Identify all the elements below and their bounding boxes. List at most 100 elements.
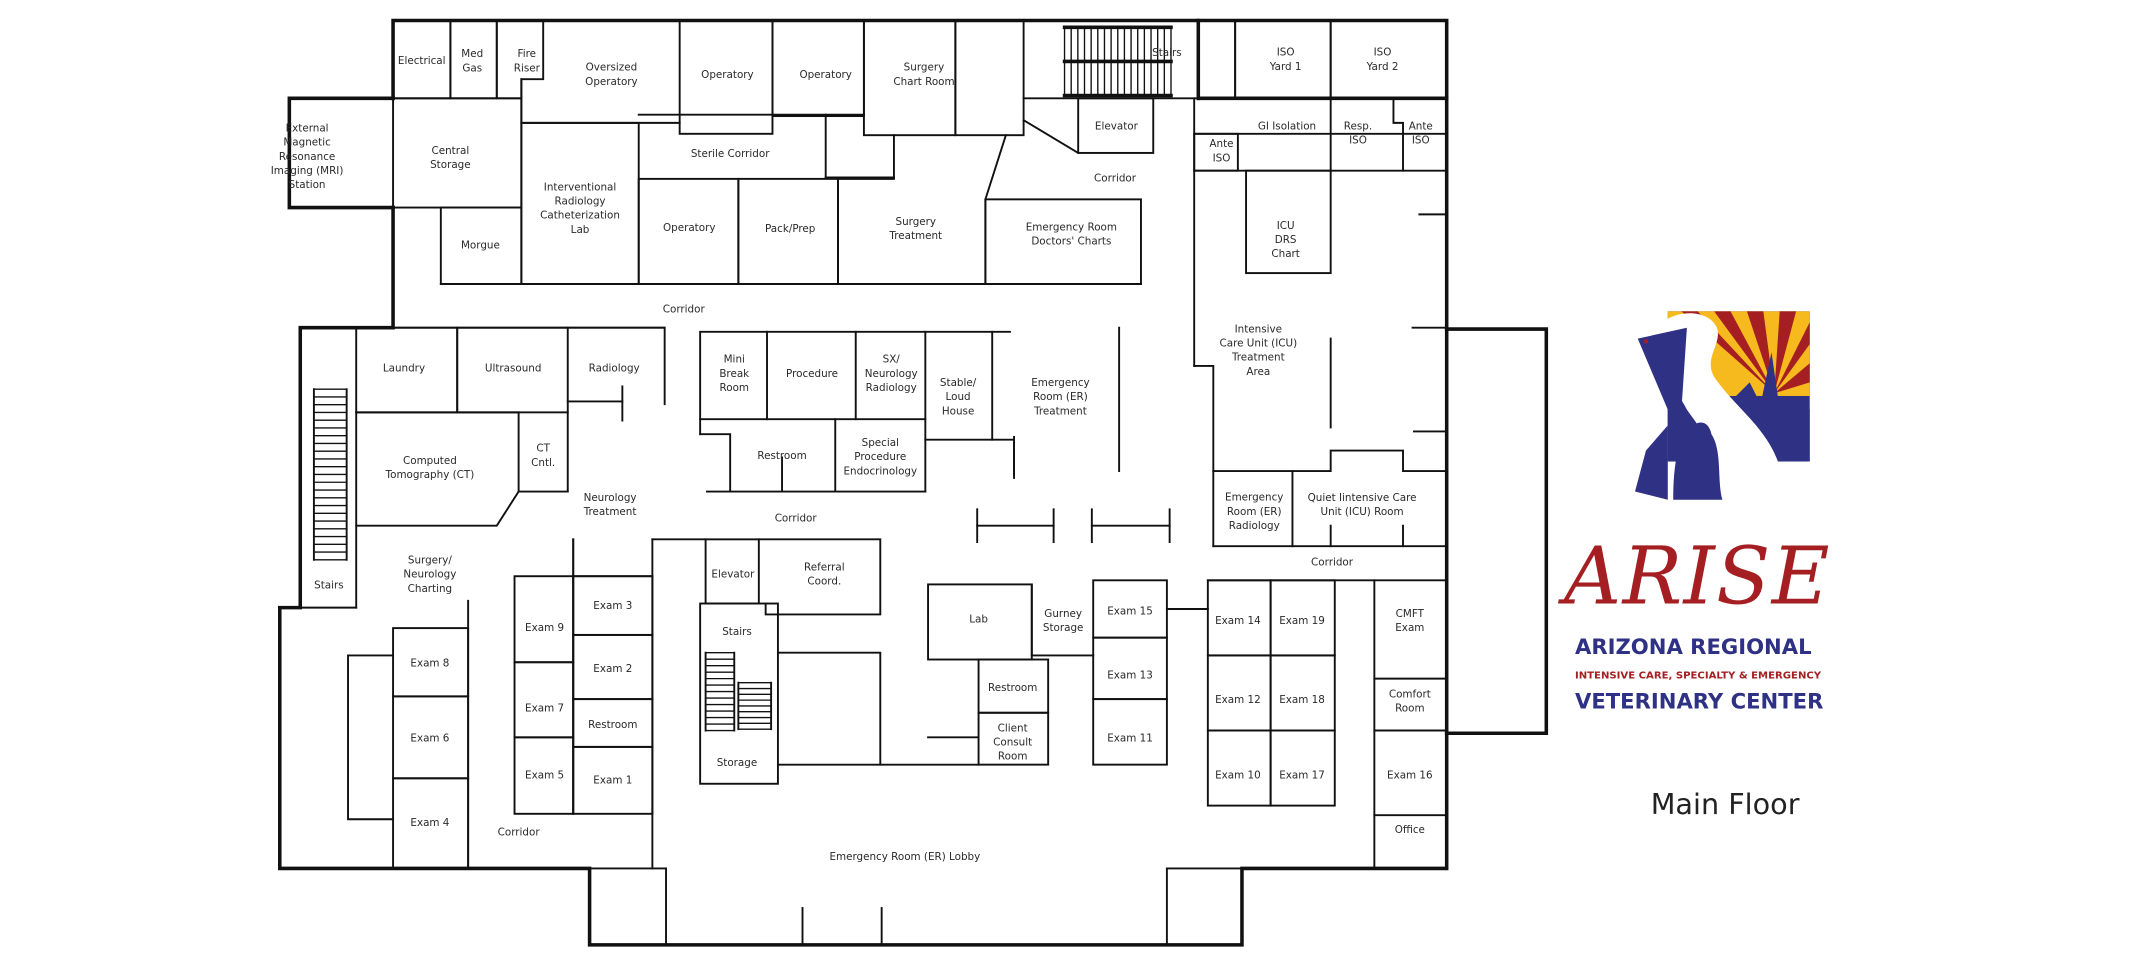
room-label-line: Corridor [775,513,818,525]
room-label-line: External [286,122,329,134]
room-label: Laundry [383,362,425,374]
room-label-line: Corridor [663,304,706,316]
room-outline [1269,729,1336,807]
room-label-line: Radiology [555,196,606,208]
room-label: Operatory [701,69,753,81]
room-label: GI Isolation [1258,121,1316,133]
wall [837,134,895,285]
room-label-line: Gurney [1044,608,1082,620]
room-label: Operatory [663,222,715,234]
room-label-line: Pack/Prep [765,223,816,235]
room-label: Exam 9 [525,622,564,634]
room-label-line: Exam 6 [410,732,449,744]
room-label-line: Fire [518,48,536,60]
room-label-line: CT [536,443,550,455]
room-label-line: Coord. [807,576,841,588]
room-label-line: Ultrasound [485,362,542,374]
room-label-line: Operatory [799,69,851,81]
room-label-line: Operatory [585,76,637,88]
room-label-line: Exam 18 [1279,694,1325,706]
room-label: Ultrasound [485,362,542,374]
room-label: Procedure [786,368,838,380]
room-label-line: Exam 12 [1215,694,1261,706]
room-label-line: Magnetic [283,137,331,149]
room-label-line: Surgery [896,216,937,228]
stairs-icon [313,388,347,561]
room-label-line: Oversized [586,62,638,74]
room-label-line: Storage [1043,622,1084,634]
logo-line-veterinary-center: VETERINARY CENTER [1575,689,1823,714]
room-outline [513,661,575,739]
room-label-line: Exam 4 [410,817,449,829]
room-label-line: Med [461,48,483,60]
room-label-line: Radiology [589,362,640,374]
room-label-line: Room (ER) [1033,391,1088,403]
room-label-line: Consult [993,737,1032,749]
room-label-line: Exam 7 [525,702,564,714]
room-label-line: Station [289,179,326,191]
room-label-line: Area [1246,366,1270,378]
room-label: Corridor [498,827,541,839]
room-label-line: Exam 9 [525,622,564,634]
room-label: Exam 17 [1279,769,1325,781]
room-outline [1245,169,1332,275]
wall [355,411,520,527]
room-label-line: ISO [1213,152,1231,164]
room-outline [699,602,779,785]
room-label: Exam 1 [593,775,632,787]
exterior-wall [278,18,1449,947]
room-label-line: Corridor [1311,556,1354,568]
room-label-line: Comfort [1389,688,1431,700]
room-label-line: Gas [462,62,482,74]
room-label: Restroom [988,682,1037,694]
room-label-line: Yard 2 [1366,61,1399,73]
room-label: Exam 15 [1107,605,1153,617]
room-label-line: Yard 1 [1269,61,1302,73]
room-label-line: ISO [1412,135,1430,147]
room-label: Exam 12 [1215,694,1261,706]
room-label: Office [1395,824,1425,836]
room-label: Elevator [711,569,755,581]
room-label-line: Chart [1271,248,1299,260]
logo-line-specialty: INTENSIVE CARE, SPECIALTY & EMERGENCY [1575,671,1822,682]
room-label: Exam 7 [525,702,564,714]
room-label-line: Special [862,437,899,449]
room-label: Corridor [1311,556,1354,568]
logo-wordmark: ARISE [1557,531,1831,623]
stairs-icon [738,682,772,730]
logo-line-arizona-regional: ARIZONA REGIONAL [1575,634,1812,659]
wall [355,411,569,493]
room-label-line: Quiet Iintensive Care [1308,492,1417,504]
room-label-line: Imaging (MRI) [271,165,344,177]
room-label-line: Operatory [701,69,753,81]
room-label: Exam 18 [1279,694,1325,706]
stairs-graphics [313,27,1172,732]
room-outline [954,19,1025,137]
room-label: Exam 11 [1107,732,1153,744]
room-label: Resp.ISO [1344,120,1372,146]
room-outline [1234,19,1332,100]
room-label-line: CMFT [1396,608,1425,620]
wall [347,654,395,821]
room-label: Corridor [775,513,818,525]
sterile-corridor-wall [637,113,827,179]
east-annex-wall [1444,327,1549,736]
room-label-line: Resp. [1344,120,1372,132]
room-label-line: Exam 14 [1215,615,1261,627]
room-label: Exam 5 [525,769,564,781]
room-label-line: Chart Room [893,76,954,88]
room-label-line: Operatory [663,222,715,234]
room-label: Storage [717,757,758,769]
room-label: Corridor [1094,173,1137,185]
mri-station-wall [287,96,395,210]
room-label-line: Central [432,145,470,157]
room-label-line: Neurology [865,368,918,380]
